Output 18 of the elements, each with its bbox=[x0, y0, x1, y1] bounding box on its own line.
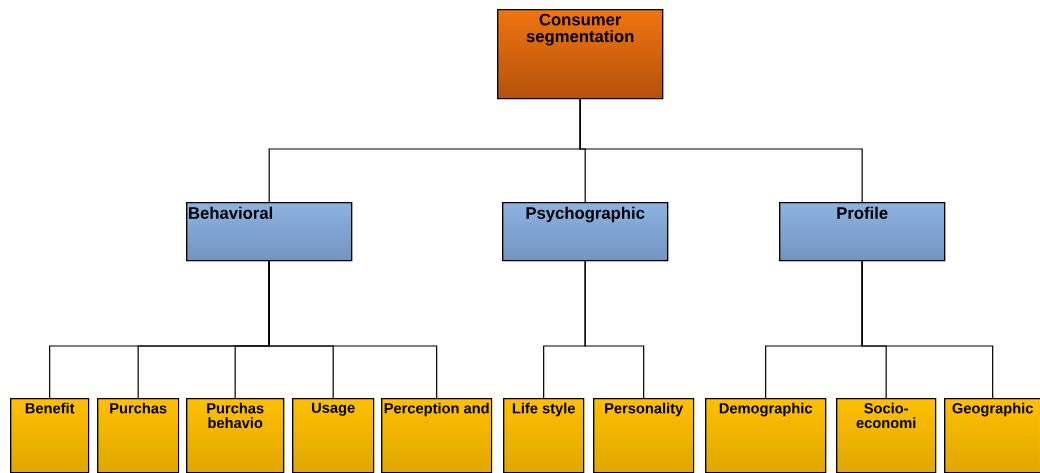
segment-box: Socio-economi bbox=[836, 398, 937, 473]
segment-box: Demographic bbox=[705, 398, 827, 473]
root-box: Consumer segmentation bbox=[497, 9, 664, 100]
segment-box: Purchas behavio bbox=[186, 398, 285, 473]
connector bbox=[579, 98, 863, 203]
category-box: Behavioral bbox=[186, 202, 353, 262]
segment-box: Benefit bbox=[10, 398, 90, 473]
segment-box: Geographic bbox=[944, 398, 1040, 473]
category-box: Psychographic bbox=[502, 202, 669, 262]
connector bbox=[584, 260, 645, 399]
category-box: Profile bbox=[779, 202, 946, 262]
segment-box: Personality bbox=[593, 398, 695, 473]
segment-box: Life style bbox=[503, 398, 585, 473]
segment-box: Usage bbox=[292, 398, 375, 473]
connector bbox=[861, 260, 994, 399]
segment-box: Purchas bbox=[97, 398, 180, 473]
connector bbox=[268, 260, 438, 399]
segment-box: Perception and bbox=[381, 398, 493, 473]
